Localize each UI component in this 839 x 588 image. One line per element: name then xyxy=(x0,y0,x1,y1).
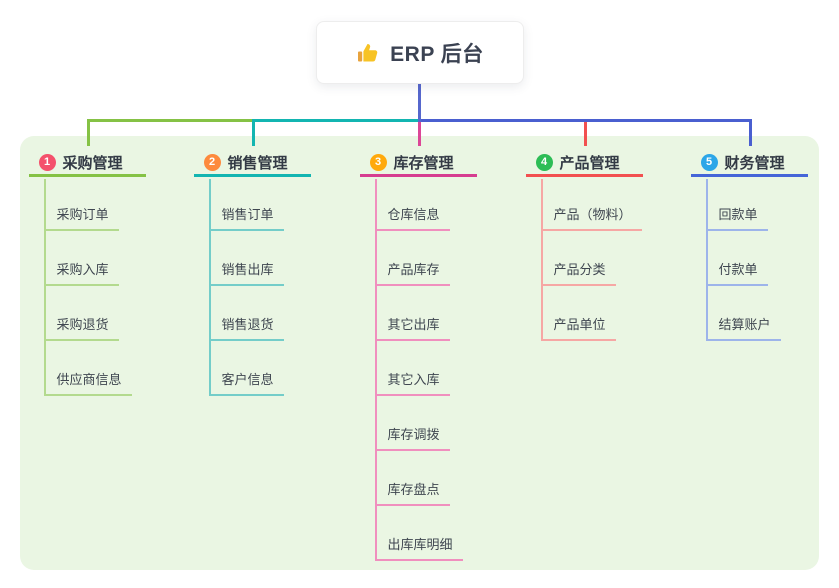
child-node[interactable]: 结算账户 xyxy=(705,315,781,341)
branch-drop-line-4 xyxy=(584,122,587,146)
branch-label: 财务管理 xyxy=(724,154,785,172)
branch-trunk-line xyxy=(540,179,543,341)
child-node[interactable]: 其它入库 xyxy=(374,370,450,396)
bus-line-green xyxy=(87,119,255,122)
branch-node-2[interactable]: 2 销售管理 xyxy=(193,150,311,177)
branch-badge-2: 2 xyxy=(203,153,221,171)
bus-line-blue xyxy=(418,119,752,122)
branch-badge-5: 5 xyxy=(700,153,718,171)
branch-node-4[interactable]: 4 产品管理 xyxy=(525,150,643,177)
branch-trunk-line xyxy=(208,179,211,396)
branch-badge-1: 1 xyxy=(38,153,56,171)
child-node[interactable]: 库存盘点 xyxy=(374,480,450,506)
child-node[interactable]: 销售订单 xyxy=(208,205,284,231)
child-node[interactable]: 产品库存 xyxy=(374,260,450,286)
child-node[interactable]: 出库库明细 xyxy=(374,535,463,561)
child-node[interactable]: 回款单 xyxy=(705,205,768,231)
branch-label: 库存管理 xyxy=(393,154,454,172)
child-node[interactable]: 其它出库 xyxy=(374,315,450,341)
child-node[interactable]: 采购入库 xyxy=(43,260,119,286)
branch-drop-line-3 xyxy=(418,122,421,146)
branch-label: 销售管理 xyxy=(227,154,288,172)
branches-panel xyxy=(20,136,819,570)
branch-node-3[interactable]: 3 库存管理 xyxy=(359,150,477,177)
root-label: ERP 后台 xyxy=(390,42,484,66)
branch-badge-3: 3 xyxy=(369,153,387,171)
child-node[interactable]: 库存调拨 xyxy=(374,425,450,451)
branch-badge-4: 4 xyxy=(535,153,553,171)
child-node[interactable]: 仓库信息 xyxy=(374,205,450,231)
branch-label: 采购管理 xyxy=(62,154,123,172)
root-stem-line xyxy=(418,84,421,122)
branch-drop-line-2 xyxy=(252,119,255,146)
child-node[interactable]: 采购订单 xyxy=(43,205,119,231)
child-node[interactable]: 产品（物料） xyxy=(540,205,642,231)
branch-label: 产品管理 xyxy=(559,154,620,172)
child-node[interactable]: 产品单位 xyxy=(540,315,616,341)
branch-node-5[interactable]: 5 财务管理 xyxy=(690,150,808,177)
child-node[interactable]: 采购退货 xyxy=(43,315,119,341)
branch-drop-line-5 xyxy=(749,119,752,146)
branch-trunk-line xyxy=(374,179,377,561)
bus-line-teal xyxy=(252,119,421,122)
branch-node-1[interactable]: 1 采购管理 xyxy=(28,150,146,177)
child-node[interactable]: 产品分类 xyxy=(540,260,616,286)
branch-trunk-line xyxy=(705,179,708,341)
root-node[interactable]: ERP 后台 xyxy=(316,21,524,84)
branch-drop-line-1 xyxy=(87,119,90,146)
child-node[interactable]: 客户信息 xyxy=(208,370,284,396)
child-node[interactable]: 销售退货 xyxy=(208,315,284,341)
thumbs-up-icon xyxy=(356,41,380,65)
child-node[interactable]: 供应商信息 xyxy=(43,370,132,396)
child-node[interactable]: 销售出库 xyxy=(208,260,284,286)
child-node[interactable]: 付款单 xyxy=(705,260,768,286)
branch-trunk-line xyxy=(43,179,46,396)
